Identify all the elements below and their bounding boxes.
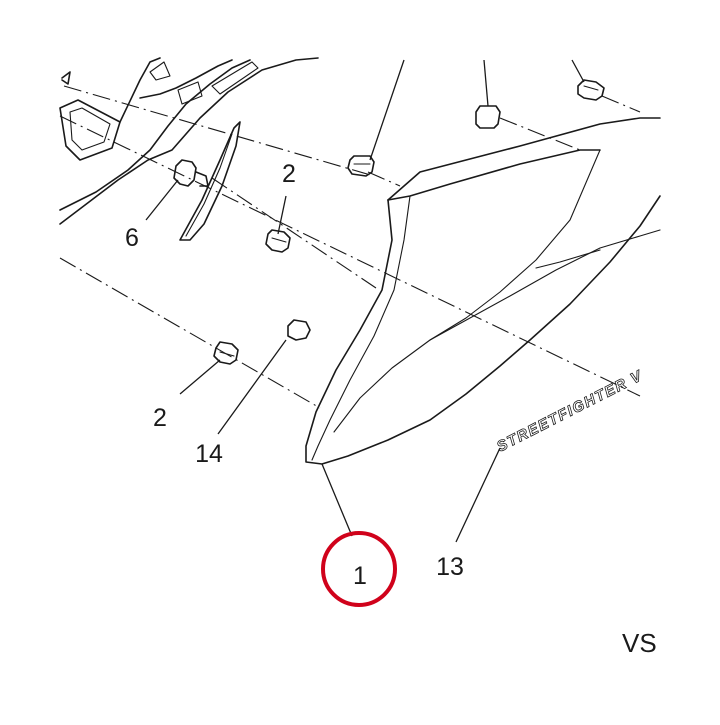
callout-1: 1 — [353, 562, 367, 590]
decal-text: STREETFIGHTER V — [494, 367, 646, 456]
nut-clip-2-upper — [265, 229, 291, 253]
decal-part-13: STREETFIGHTER V — [494, 366, 647, 456]
callout-14: 14 — [195, 440, 223, 468]
callout-2-lower: 2 — [153, 404, 167, 432]
side-panel-part-1 — [305, 117, 661, 465]
grommet-upper-right — [475, 105, 501, 129]
nut-clip-2-lower — [213, 341, 239, 365]
callout-2-upper: 2 — [282, 160, 296, 188]
callout-6: 6 — [125, 224, 139, 252]
highlight-circle — [321, 531, 397, 607]
callout-13: 13 — [436, 553, 464, 581]
alignment-lines — [59, 85, 641, 409]
grommet-part-14 — [287, 319, 311, 341]
clip-upper-right — [577, 79, 605, 101]
corner-label: VS — [622, 628, 657, 658]
leader-lines — [145, 59, 585, 543]
clip-upper-center — [347, 155, 375, 177]
callout-labels: 2 6 2 14 1 13 VS — [125, 160, 657, 658]
upper-left-fairing-part — [59, 57, 319, 241]
